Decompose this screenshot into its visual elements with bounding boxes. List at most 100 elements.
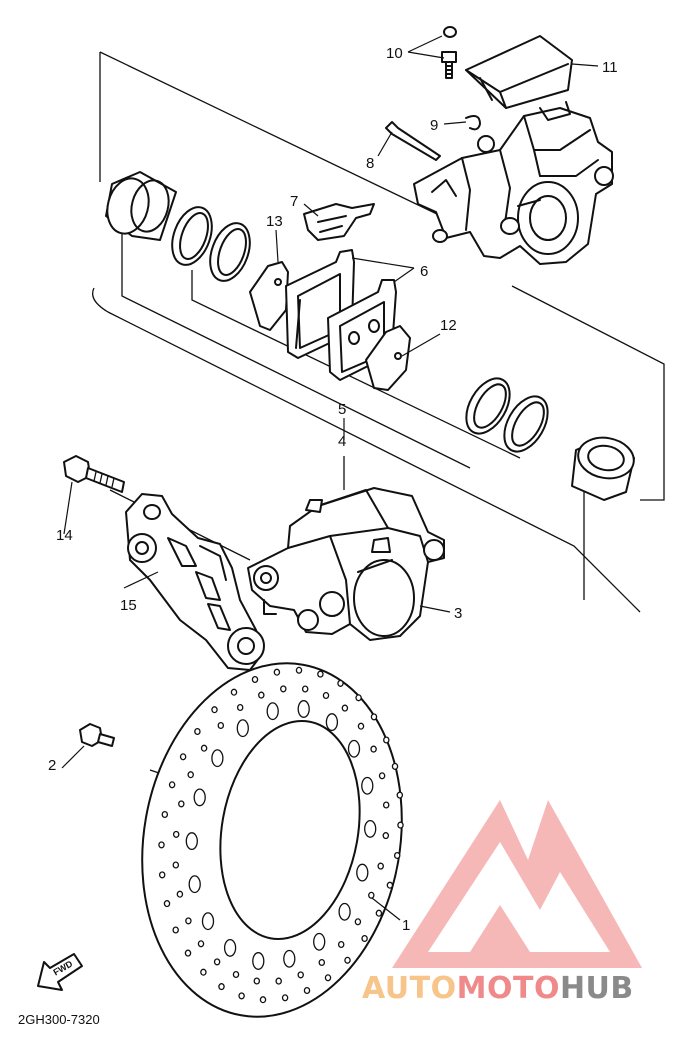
disc-hole [232, 970, 240, 979]
callout-13: 13 [266, 213, 283, 230]
exploded-frame-lines [91, 51, 665, 781]
pad-cover [465, 35, 573, 109]
disc-hole [163, 900, 171, 908]
disc-hole [238, 992, 245, 1000]
disc-hole [325, 713, 339, 732]
disc-hole [236, 719, 249, 738]
disc-hole [158, 841, 165, 849]
disc-hole [396, 791, 404, 799]
leader-lines [61, 35, 599, 921]
disc-hole [280, 685, 287, 693]
watermark-logo [392, 800, 642, 968]
disc-hole [253, 977, 261, 985]
piston-seal-lower-2 [503, 395, 549, 453]
disc-hole [341, 704, 349, 712]
disc-hole [176, 890, 184, 898]
callout-9: 9 [430, 117, 438, 134]
disc-hole [178, 800, 185, 808]
disc-hole [213, 958, 221, 966]
caliper-assembly [247, 487, 445, 641]
disc-hole [184, 949, 192, 957]
disc-hole [158, 871, 166, 879]
callout-2: 2 [48, 757, 56, 774]
callout-4: 4 [338, 433, 346, 450]
disc-hole [273, 668, 281, 676]
disc-hole [161, 810, 169, 819]
disc-hole [386, 881, 394, 889]
disc-hole [218, 983, 225, 991]
callout-3: 3 [454, 605, 462, 622]
diagram-code: 2GH300-7320 [18, 1012, 100, 1027]
disc-hole [211, 706, 218, 714]
mounting-bolt [63, 455, 125, 493]
piston-seal-upper-1 [171, 206, 213, 266]
callout-14: 14 [56, 527, 73, 544]
disc-hole [357, 722, 365, 730]
callout-1: 1 [402, 917, 410, 934]
pad-pin [385, 121, 441, 161]
disc-hole [355, 694, 362, 702]
disc-hole [368, 891, 375, 899]
disc-hole [354, 918, 362, 926]
disc-bolt [79, 723, 115, 747]
callout-10: 10 [386, 45, 403, 62]
disc-hole [251, 675, 259, 684]
callout-15: 15 [120, 597, 137, 614]
disc-hole [194, 727, 201, 736]
pad-shim-right [365, 325, 411, 391]
watermark-hub: HUB [560, 971, 634, 1006]
caliper-upper [413, 101, 614, 265]
disc-hole [337, 940, 345, 949]
callout-12: 12 [440, 317, 457, 334]
callout-11: 11 [602, 59, 618, 76]
disc-hole [338, 902, 351, 921]
bleed-screw [441, 26, 457, 79]
disc-hole [370, 713, 378, 721]
disc-hole [197, 940, 205, 948]
watermark-moto: MOTO [457, 971, 560, 1006]
callout-5: 5 [338, 401, 346, 418]
disc-hole [383, 736, 390, 744]
disc-hole [356, 863, 369, 882]
disc-hole [188, 875, 201, 894]
fwd-arrow-icon: FWD [37, 953, 83, 991]
disc-hole [393, 851, 401, 860]
disc-hole [172, 861, 180, 869]
disc-hole [236, 703, 244, 712]
pad-clip [465, 115, 481, 131]
disc-hole [200, 968, 207, 976]
piston-seal-lower-1 [465, 377, 511, 435]
disc-hole [324, 974, 332, 982]
disc-hole [297, 700, 310, 718]
disc-hole [258, 691, 265, 699]
disc-hole [185, 832, 198, 851]
disc-hole [313, 932, 326, 951]
disc-hole [375, 909, 383, 917]
pad-shim-left [249, 261, 289, 331]
watermark-text: AUTOMOTOHUB [362, 971, 634, 1006]
disc-hole [172, 926, 179, 934]
disc-hole [297, 971, 304, 979]
disc-hole [378, 772, 386, 780]
disc-hole [266, 702, 279, 721]
disc-hole [295, 666, 303, 674]
disc-hole [281, 994, 289, 1002]
caliper-bracket [125, 493, 265, 671]
disc-hole [187, 771, 194, 779]
disc-hole [391, 762, 399, 770]
callout-7: 7 [290, 193, 298, 210]
disc-hole [361, 776, 374, 795]
pad-spring [303, 203, 375, 241]
disc-hole [382, 832, 390, 840]
disc-hole [283, 949, 296, 968]
disc-hole [201, 912, 215, 931]
disc-hole [211, 749, 224, 768]
disc-hole [318, 958, 326, 967]
piston-lower [571, 436, 635, 501]
disc-hole [377, 862, 384, 870]
disc-hole [301, 685, 309, 693]
piston-seal-upper-2 [209, 222, 251, 282]
disc-hole [364, 819, 377, 838]
disc-holes [158, 666, 404, 1004]
